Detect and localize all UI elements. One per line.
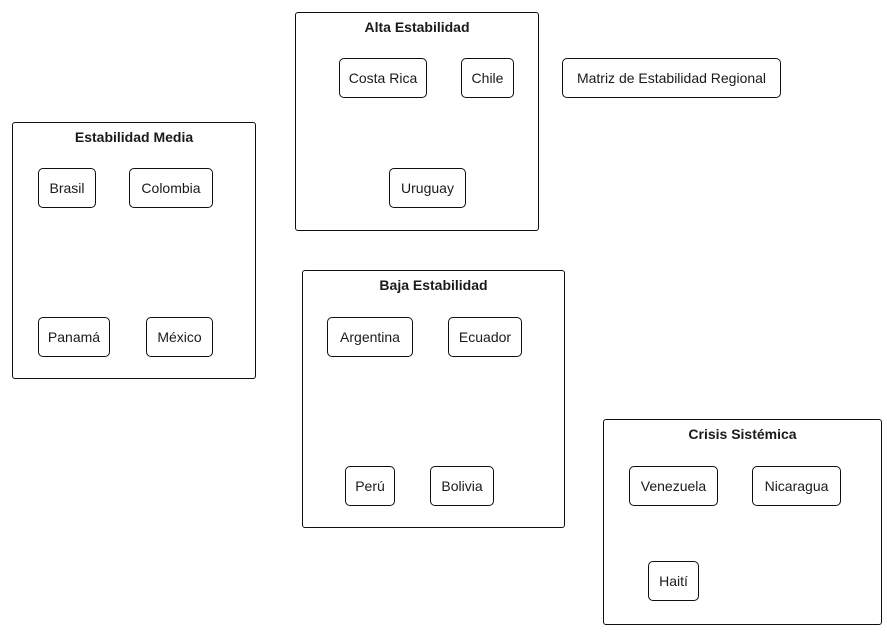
node-matriz-de-estabilidad-regional: Matriz de Estabilidad Regional [562,58,781,98]
group-title-alta-estabilidad: Alta Estabilidad [364,19,470,35]
node-bolivia: Bolivia [430,466,494,506]
node-chile: Chile [461,58,514,98]
node-costa-rica: Costa Rica [339,58,427,98]
group-crisis-sistemica: Crisis Sistémica Venezuela Nicaragua Hai… [603,419,882,625]
node-mexico: México [146,317,213,357]
node-ecuador: Ecuador [448,317,522,357]
node-panama: Panamá [38,317,110,357]
node-venezuela: Venezuela [629,466,718,506]
node-haiti: Haití [648,561,699,601]
group-title-baja-estabilidad: Baja Estabilidad [379,277,488,293]
node-colombia: Colombia [129,168,213,208]
node-uruguay: Uruguay [389,168,466,208]
group-title-estabilidad-media: Estabilidad Media [74,129,194,145]
group-estabilidad-media: Estabilidad Media Brasil Colombia Panamá… [12,122,256,379]
group-baja-estabilidad: Baja Estabilidad Argentina Ecuador Perú … [302,270,565,528]
node-brasil: Brasil [38,168,96,208]
group-alta-estabilidad: Alta Estabilidad Costa Rica Chile Urugua… [295,12,539,231]
group-title-crisis-sistemica: Crisis Sistémica [688,426,797,442]
node-argentina: Argentina [327,317,413,357]
node-nicaragua: Nicaragua [752,466,841,506]
node-peru: Perú [345,466,395,506]
